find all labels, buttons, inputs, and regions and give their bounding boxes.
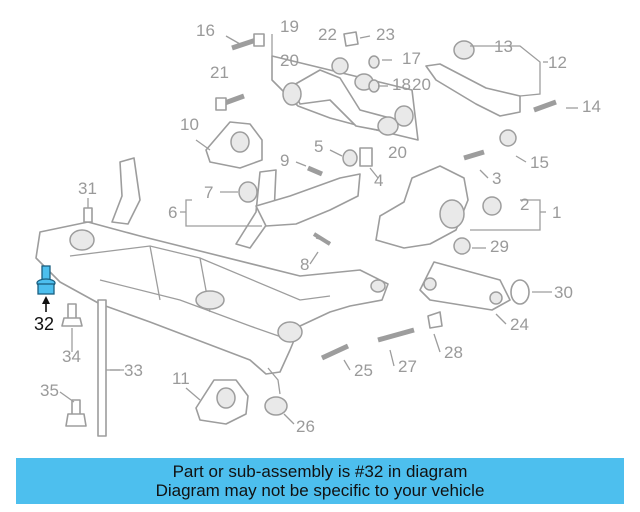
callout-27: 27 bbox=[398, 357, 417, 376]
exploded-parts-diagram: 1 2 3 4 5 6 7 8 9 10 11 12 13 14 15 16 1… bbox=[34, 17, 601, 437]
wheel-knuckle bbox=[375, 149, 502, 255]
callout-2: 2 bbox=[520, 195, 529, 214]
callout-6: 6 bbox=[168, 203, 177, 222]
bolt-31 bbox=[83, 198, 93, 223]
callout-30: 30 bbox=[554, 283, 573, 302]
callout-11: 11 bbox=[172, 369, 190, 388]
callout-12: 12 bbox=[548, 53, 567, 72]
banner-line-1: Part or sub-assembly is #32 in diagram bbox=[172, 462, 468, 481]
callout-21: 21 bbox=[210, 63, 229, 82]
mount-10 bbox=[195, 121, 263, 169]
bolt-16 bbox=[225, 33, 265, 51]
bolt-9 bbox=[307, 165, 323, 177]
bolt-25 bbox=[320, 343, 350, 361]
callout-1: 1 bbox=[552, 203, 561, 222]
callout-35: 35 bbox=[40, 381, 59, 400]
callout-28: 28 bbox=[444, 343, 463, 362]
callout-3: 3 bbox=[492, 169, 501, 188]
callout-25: 25 bbox=[354, 361, 373, 380]
callout-22: 22 bbox=[318, 25, 337, 44]
callout-20a: 20 bbox=[280, 51, 299, 70]
callout-leader-lines bbox=[180, 34, 548, 231]
upper-control-arm bbox=[271, 55, 419, 141]
callout-29: 29 bbox=[490, 237, 509, 256]
callout-26: 26 bbox=[296, 417, 315, 436]
callout-9: 9 bbox=[280, 151, 289, 170]
callout-24: 24 bbox=[510, 315, 529, 334]
callout-32: 32 bbox=[34, 314, 54, 334]
callout-18: 18 bbox=[392, 75, 411, 94]
callout-4: 4 bbox=[374, 171, 383, 190]
bolt-21 bbox=[215, 93, 245, 111]
callout-14: 14 bbox=[582, 97, 601, 116]
callout-numbers: 1 2 3 4 5 6 7 8 9 10 11 12 13 14 15 16 1… bbox=[34, 17, 601, 436]
part-info-banner: Part or sub-assembly is #32 in diagram D… bbox=[16, 458, 624, 504]
callout-16: 16 bbox=[196, 21, 215, 40]
small-parts-22-23 bbox=[343, 31, 380, 93]
banner-line-2: Diagram may not be specific to your vehi… bbox=[155, 481, 485, 500]
lower-link-12 bbox=[425, 40, 557, 147]
callout-19: 19 bbox=[280, 17, 299, 36]
callout-17: 17 bbox=[402, 49, 421, 68]
callout-arrows bbox=[71, 35, 578, 371]
callout-7: 7 bbox=[204, 183, 213, 202]
lower-arm-24 bbox=[419, 261, 530, 329]
trailing-arm-6 bbox=[238, 173, 361, 246]
callout-10: 10 bbox=[180, 115, 199, 134]
callout-31: 31 bbox=[78, 179, 97, 198]
highlighted-bolt-32 bbox=[36, 265, 56, 312]
bolt-27 bbox=[377, 327, 415, 343]
callout-5: 5 bbox=[314, 137, 323, 156]
callout-33: 33 bbox=[124, 361, 143, 380]
bushing-5 bbox=[342, 147, 373, 167]
bushing-26 bbox=[264, 367, 295, 425]
bolt-35 bbox=[59, 391, 87, 427]
callout-23: 23 bbox=[376, 25, 395, 44]
rear-subframe bbox=[35, 157, 389, 375]
callout-34: 34 bbox=[62, 347, 81, 366]
callout-20c: 20 bbox=[388, 143, 407, 162]
callout-13: 13 bbox=[494, 37, 513, 56]
mount-11 bbox=[185, 379, 249, 425]
vertical-rod bbox=[97, 299, 124, 437]
callout-15: 15 bbox=[530, 153, 549, 172]
bolt-34 bbox=[61, 303, 83, 344]
callout-8: 8 bbox=[300, 255, 309, 274]
callout-20b: 20 bbox=[412, 75, 431, 94]
